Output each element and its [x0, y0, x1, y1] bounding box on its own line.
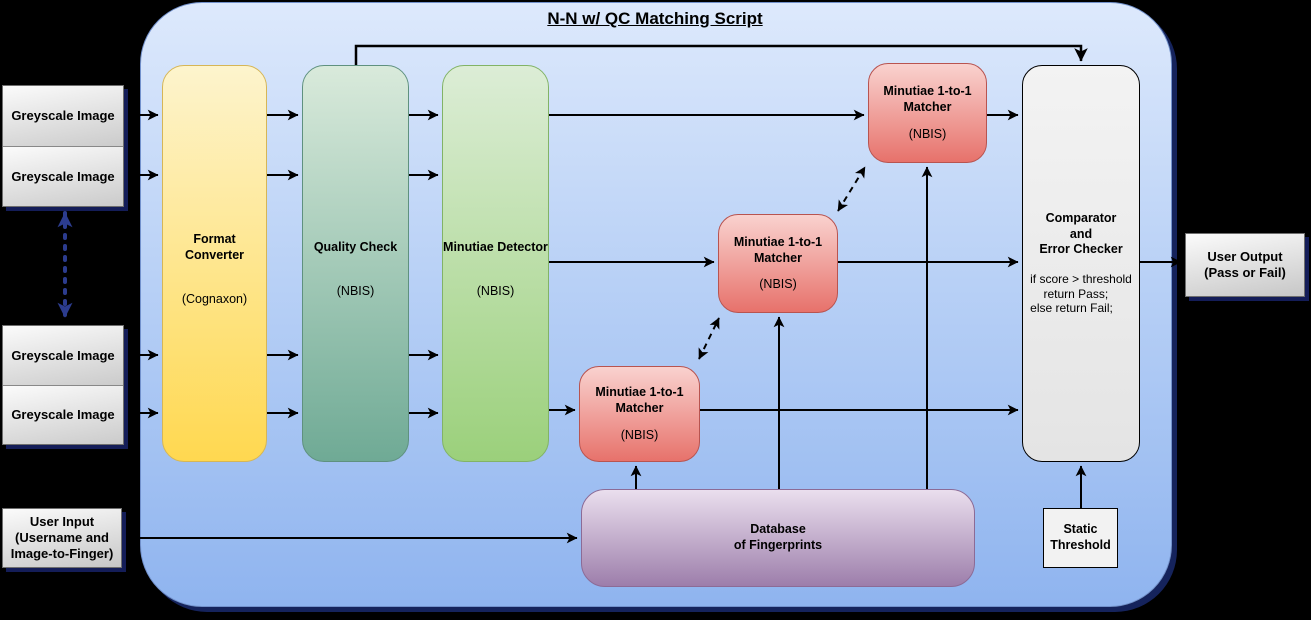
greyscale-image-label: Greyscale Image [11, 168, 115, 184]
minutiae-matcher-top-node: Minutiae 1-to-1 Matcher (NBIS) [868, 63, 987, 163]
quality-check-node: Quality Check (NBIS) [302, 65, 409, 462]
minutiae-matcher-bottom-node: Minutiae 1-to-1 Matcher (NBIS) [579, 366, 700, 462]
greyscale-image-label: Greyscale Image [11, 407, 115, 423]
minutiae-matcher-sublabel: (NBIS) [620, 427, 659, 442]
greyscale-image-box: Greyscale Image [3, 384, 123, 444]
quality-check-label: Quality Check [313, 240, 398, 255]
minutiae-matcher-sublabel: (NBIS) [908, 126, 947, 141]
minutiae-detector-sublabel: (NBIS) [476, 283, 515, 298]
format-converter-sublabel: (Cognaxon) [181, 291, 248, 306]
greyscale-image-pair-2: Greyscale Image Greyscale Image [2, 325, 124, 445]
greyscale-image-box: Greyscale Image [3, 86, 123, 146]
diagram-title: N-N w/ QC Matching Script [547, 9, 763, 28]
minutiae-matcher-label: Minutiae 1-to-1 Matcher [733, 234, 823, 265]
user-input-box: User Input (Username and Image-to-Finger… [2, 508, 122, 568]
greyscale-image-box: Greyscale Image [3, 145, 123, 206]
user-output-box: User Output (Pass or Fail) [1185, 233, 1305, 297]
comparator-node: Comparator and Error Checker if score > … [1022, 65, 1140, 462]
user-input-label: User Input (Username and Image-to-Finger… [10, 513, 114, 562]
user-output-label: User Output (Pass or Fail) [1204, 248, 1286, 280]
minutiae-matcher-sublabel: (NBIS) [759, 277, 797, 292]
minutiae-matcher-label: Minutiae 1-to-1 Matcher [595, 385, 684, 415]
greyscale-image-label: Greyscale Image [11, 108, 115, 124]
static-threshold-node: Static Threshold [1043, 508, 1118, 568]
static-threshold-label: Static Threshold [1050, 522, 1111, 552]
minutiae-detector-label: Minutiae Detector [443, 240, 548, 255]
minutiae-matcher-label: Minutiae 1-to-1 Matcher [883, 84, 972, 114]
greyscale-image-label: Greyscale Image [11, 347, 115, 363]
minutiae-detector-node: Minutiae Detector (NBIS) [442, 65, 549, 462]
greyscale-image-box: Greyscale Image [3, 326, 123, 385]
quality-check-sublabel: (NBIS) [336, 283, 375, 298]
greyscale-image-pair-1: Greyscale Image Greyscale Image [2, 85, 124, 207]
format-converter-label: Format Converter [184, 232, 245, 262]
comparator-label: Comparator and Error Checker [1039, 211, 1123, 257]
format-converter-node: Format Converter (Cognaxon) [162, 65, 267, 462]
comparator-logic-text: if score > threshold return Pass; else r… [1030, 272, 1132, 316]
fingerprint-database-label: Database of Fingerprints [733, 522, 823, 552]
minutiae-matcher-middle-node: Minutiae 1-to-1 Matcher (NBIS) [718, 214, 838, 313]
fingerprint-database-node: Database of Fingerprints [581, 489, 975, 587]
